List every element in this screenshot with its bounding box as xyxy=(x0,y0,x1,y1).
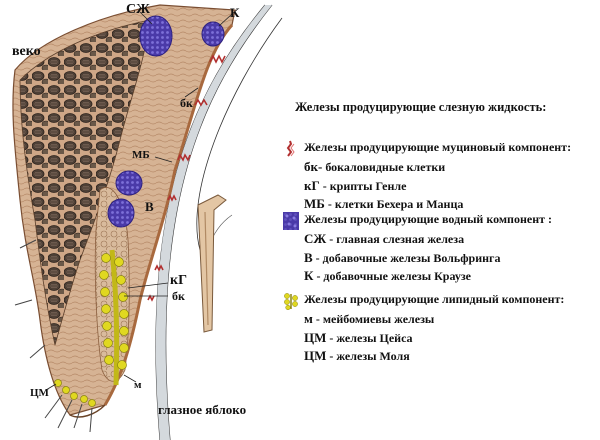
legend-item: ЦМ - железы Цейса xyxy=(304,329,413,345)
legend-item: м - мейбомиевы железы xyxy=(304,311,435,326)
krause-gland xyxy=(201,21,225,47)
zeis-moll-glands xyxy=(54,379,96,407)
legend-item: В - добавочные железы Вольфринга xyxy=(304,249,501,265)
label-k: К xyxy=(230,5,240,20)
wolfring-gland-1 xyxy=(115,170,143,196)
legend-heading: Железы продуцирующие муциновый компонент… xyxy=(304,140,572,154)
aqueous-gland-icon xyxy=(283,212,299,230)
legend-heading: Железы продуцирующие липидный компонент: xyxy=(304,292,565,306)
leader-lines xyxy=(45,11,233,391)
legend-title: Железы продуцирующие слезную жидкость: xyxy=(295,100,547,114)
label-cm: ЦМ xyxy=(30,387,49,399)
mucin-gland-icon xyxy=(286,140,295,157)
label-mb: МБ xyxy=(132,149,150,161)
label-bk-top: бк xyxy=(180,96,193,110)
label-bk-mid: бк xyxy=(172,289,185,303)
legend-group-lipid: Железы продуцирующие липидный компонент:… xyxy=(283,292,598,366)
label-eyeball: глазное яблоко xyxy=(158,402,247,417)
label-v: В xyxy=(145,199,154,214)
legend-item: МБ - клетки Бехера и Манца xyxy=(304,196,464,211)
legend-item: бк- бокаловидные клетки xyxy=(304,159,446,174)
lipid-gland-icon xyxy=(284,293,298,310)
legend-group-mucin: Железы продуцирующие муциновый компонент… xyxy=(283,140,598,214)
wolfring-gland-2 xyxy=(107,198,135,228)
label-m: м xyxy=(134,379,142,391)
aqueous-glands xyxy=(107,15,225,228)
legend-item: К - добавочные железы Краузе xyxy=(304,268,472,283)
eyelashes xyxy=(14,239,93,433)
legend-heading: Железы продуцирующие водный компонент : xyxy=(304,212,553,226)
iris-root xyxy=(197,194,227,333)
meibomian-gland xyxy=(99,249,129,386)
label-veko: веко xyxy=(12,44,41,59)
legend-item: ЦМ - железы Моля xyxy=(304,348,410,363)
legend-group-aqueous: Железы продуцирующие водный компонент : … xyxy=(283,212,598,286)
mucin-glands xyxy=(147,54,226,302)
label-sj: СЖ xyxy=(126,2,150,17)
legend-item: СЖ - главная слезная железа xyxy=(304,231,465,246)
label-kg: кГ xyxy=(170,273,187,288)
legend-item: кГ - крипты Генле xyxy=(304,177,407,193)
main-lacrimal-gland xyxy=(139,15,173,57)
eyeball-wall xyxy=(155,4,283,440)
